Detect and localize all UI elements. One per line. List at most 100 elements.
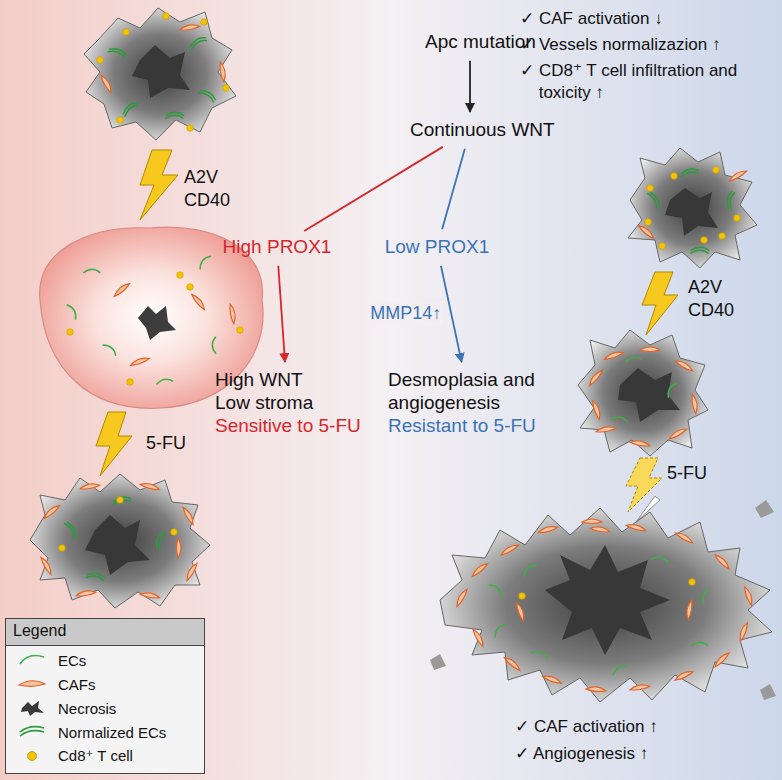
illustration-part: [611, 413, 628, 427]
illustration-part: [625, 356, 642, 366]
lightning-bolt: [642, 272, 678, 335]
illustration-part: [651, 553, 668, 567]
legend-swatch: [14, 723, 50, 741]
illustration-part: [201, 19, 208, 26]
illustration-part: [640, 347, 660, 352]
illustration-part: [30, 474, 210, 608]
illustration-part: [470, 561, 488, 577]
illustration-part: [165, 111, 184, 122]
illustration-part: [591, 400, 602, 420]
illustration-part: [630, 683, 650, 691]
illustration-part: [538, 525, 558, 535]
illustration-part: [689, 579, 696, 586]
illustration-part: [503, 655, 521, 671]
illustration-part: [719, 233, 726, 240]
chemo-treated-tumor-left: [30, 474, 210, 608]
illustration-part: [668, 426, 688, 440]
connector-arrow: [442, 149, 465, 230]
illustration-part: [671, 173, 678, 180]
illustration-part: [138, 306, 176, 340]
illustration-part: [492, 623, 509, 637]
illustration-part: [121, 101, 141, 117]
illustration-part: [454, 588, 468, 608]
illustration-part: [156, 378, 173, 388]
illustration-part: [187, 284, 194, 291]
node-text: Resistant to 5-FU: [388, 415, 553, 438]
illustration-part: [83, 266, 100, 278]
illustration-part: [626, 458, 662, 512]
edge-label: MMP14↑: [368, 302, 443, 325]
illustration-part: [604, 350, 624, 361]
legend-swatch: [14, 699, 50, 717]
illustration-part: [229, 304, 237, 324]
connector-arrow: [469, 61, 471, 112]
legend-title: Legend: [13, 621, 66, 642]
illustration-part: [140, 482, 160, 492]
illustration-part: [645, 219, 652, 226]
illustration-part: [117, 117, 124, 124]
illustration-part: [163, 13, 170, 20]
legend-swatch: [14, 675, 50, 693]
illustration-part: [647, 191, 661, 211]
connector-arrow: [441, 266, 462, 362]
illustration-part: [113, 497, 131, 505]
illustration-part: [519, 593, 526, 600]
illustration-part: [440, 508, 772, 702]
connector-arrow: [278, 266, 285, 362]
effect-note: ✓ CAF activation ↑: [515, 716, 658, 738]
illustration-part: [691, 394, 699, 414]
node-text: Apc mutation: [425, 31, 515, 54]
illustration-part: [728, 168, 748, 182]
illustration-part: [85, 515, 150, 575]
illustration-part: [675, 358, 695, 372]
legend-text: Normalized ECs: [58, 724, 166, 741]
signal-box: Continuous WNT: [407, 116, 533, 145]
illustration-part: [177, 272, 184, 279]
illustration-part: [681, 169, 699, 177]
illustration-part: [734, 215, 741, 222]
illustration-part: [500, 542, 520, 556]
legend-entry: Normalized ECs: [14, 723, 166, 741]
node-text: High PROX1: [223, 236, 332, 259]
illustration-part: [626, 523, 646, 533]
illustration-part: [701, 237, 708, 244]
illustration-part: [675, 530, 695, 544]
outcome-low: Desmoplasia and angiogenesisResistant to…: [385, 366, 556, 440]
illustration-part: [698, 588, 714, 605]
legend-box: ECsCAFsNecrosisNormalized ECsCd8⁺ T cell: [5, 618, 205, 774]
illustration-part: [237, 327, 244, 334]
illustration-part: [197, 255, 214, 269]
illustration-part: [618, 368, 680, 422]
illustration-part: [430, 654, 446, 670]
illustration-part: [84, 8, 236, 140]
legend-entry: CAFs: [14, 675, 96, 693]
illustration-part: [521, 564, 538, 576]
illustration-part: [64, 521, 78, 541]
lightning-bolt-dashed: [626, 458, 662, 522]
illustration-part: [489, 582, 503, 599]
illustration-part: [97, 57, 104, 64]
illustration-part: [76, 589, 96, 597]
legend-swatch: [14, 651, 50, 669]
legend-text: Necrosis: [58, 700, 116, 717]
effect-note: ✓ CAF activation ↓: [520, 8, 663, 30]
illustration-part: [690, 246, 709, 257]
illustration-part: [112, 281, 130, 297]
branch-high: High PROX1: [220, 233, 335, 262]
illustration-part: [582, 519, 602, 524]
effect-note: ✓ Angiogenesis ↑: [515, 743, 648, 765]
illustration-part: [59, 545, 66, 552]
illustration-part: [691, 639, 708, 651]
legend-text: ECs: [58, 652, 86, 669]
legend-entry: ECs: [14, 651, 86, 669]
illustration-part: [132, 45, 190, 98]
illustration-part: [219, 62, 227, 82]
illustration-part: [67, 304, 77, 321]
branch-low: Low PROX1: [382, 233, 493, 262]
illustration-part: [177, 538, 182, 558]
illustration-part: [117, 497, 124, 504]
treated-tumor-left: [84, 8, 236, 140]
illustration-part: [612, 666, 629, 676]
legend-text: CAFs: [58, 676, 96, 693]
illustration-part: [103, 342, 117, 359]
